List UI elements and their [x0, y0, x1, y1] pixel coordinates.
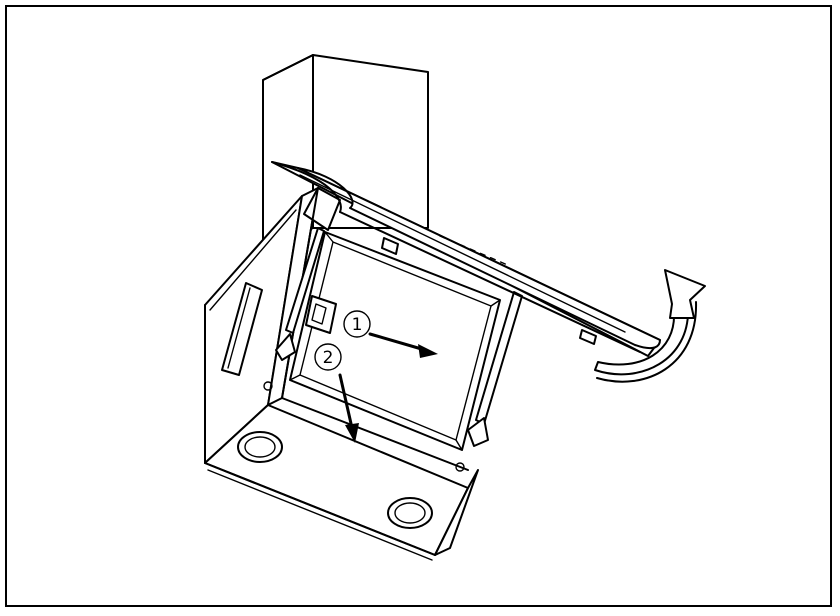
lamp-right: [387, 497, 433, 529]
left-strut: [263, 227, 325, 391]
filter-latch: [305, 295, 337, 334]
step-2-label: 2: [323, 348, 334, 368]
curved-rotate-arrow-icon: [594, 269, 706, 383]
down-arrow-icon: [338, 373, 359, 443]
straight-arrow-icon: [368, 332, 438, 358]
glass-front-panel: [271, 161, 661, 357]
step-1-marker: 1: [343, 310, 371, 338]
step-1-label: 1: [352, 315, 363, 335]
side-grip: [221, 282, 263, 376]
step-2-marker: 2: [314, 343, 342, 371]
lamp-left: [237, 431, 283, 463]
